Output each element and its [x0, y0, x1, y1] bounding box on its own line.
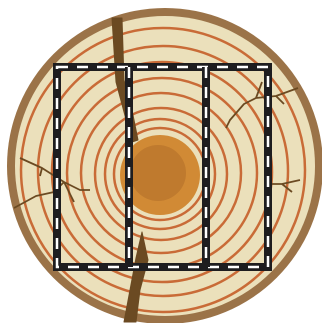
pith-inner [130, 145, 186, 201]
